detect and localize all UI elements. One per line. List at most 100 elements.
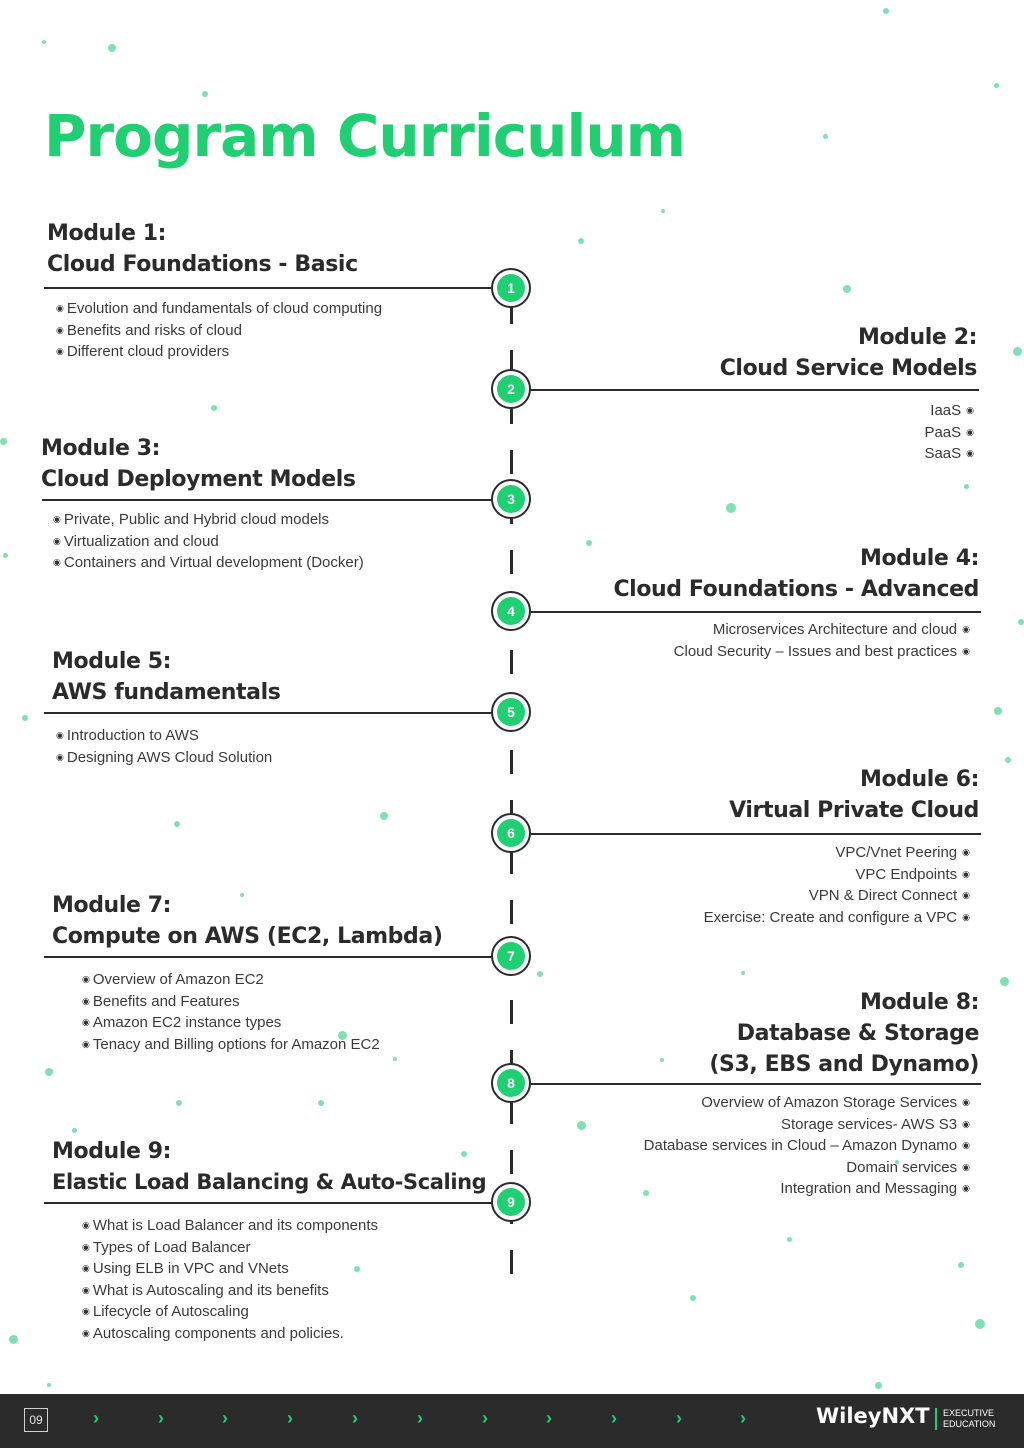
module-2-title: Module 2: Cloud Service Models — [719, 322, 978, 384]
decor-dot — [537, 971, 543, 977]
chevron-right-icon: › — [740, 1408, 746, 1428]
topic-item: SaaS — [924, 443, 974, 465]
decor-dot — [741, 971, 745, 975]
topic-item: Domain services — [644, 1157, 970, 1179]
topic-item: What is Autoscaling and its benefits — [82, 1280, 378, 1302]
chevron-right-icon: › — [287, 1408, 293, 1428]
module-7-name: Compute on AWS (EC2, Lambda) — [52, 924, 443, 949]
module-1-label: Module 1: — [47, 221, 167, 246]
module-8-topics: Overview of Amazon Storage Services Stor… — [644, 1092, 970, 1200]
decor-dot — [726, 503, 736, 513]
chevron-right-icon: › — [93, 1408, 99, 1428]
decor-dot — [393, 1057, 397, 1061]
decor-dot — [9, 1335, 18, 1344]
module-5-name: AWS fundamentals — [52, 680, 281, 705]
module-7-number: 7 — [497, 942, 525, 970]
topic-item: Evolution and fundamentals of cloud comp… — [56, 298, 382, 320]
module-3-number: 3 — [497, 485, 525, 513]
topic-item: Different cloud providers — [56, 341, 382, 363]
timeline-line — [510, 300, 513, 1300]
brand-sub-line: EXECUTIVE — [943, 1408, 995, 1418]
module-1-title: Module 1: Cloud Foundations - Basic — [47, 218, 358, 280]
module-7-title: Module 7: Compute on AWS (EC2, Lambda) — [52, 890, 443, 952]
decor-dot — [174, 821, 180, 827]
module-6-title: Module 6: Virtual Private Cloud — [729, 764, 979, 826]
topic-item: Amazon EC2 instance types — [82, 1012, 380, 1034]
module-4-number: 4 — [497, 597, 525, 625]
module-3-label: Module 3: — [41, 436, 161, 461]
topic-item: Using ELB in VPC and VNets — [82, 1258, 378, 1280]
chevron-right-icon: › — [482, 1408, 488, 1428]
decor-dot — [994, 83, 999, 88]
decor-dot — [3, 553, 8, 558]
decor-dot — [176, 1100, 182, 1106]
chevron-right-icon: › — [158, 1408, 164, 1428]
module-1-rule — [44, 287, 512, 289]
topic-item: Types of Load Balancer — [82, 1237, 378, 1259]
module-6-node: 6 — [491, 813, 531, 853]
decor-dot — [45, 1068, 53, 1076]
topic-item: Overview of Amazon Storage Services — [644, 1092, 970, 1114]
module-3-title: Module 3: Cloud Deployment Models — [41, 433, 356, 495]
module-4-topics: Microservices Architecture and cloud Clo… — [674, 619, 970, 662]
topic-item: VPC/Vnet Peering — [704, 842, 970, 864]
decor-dot — [72, 1128, 77, 1133]
decor-dot — [690, 1295, 696, 1301]
module-8-title: Module 8: Database & Storage (S3, EBS an… — [709, 987, 979, 1080]
module-5-rule — [44, 712, 512, 714]
topic-item: Autoscaling components and policies. — [82, 1323, 378, 1345]
module-2-name: Cloud Service Models — [719, 356, 978, 381]
chevron-right-icon: › — [222, 1408, 228, 1428]
module-2-number: 2 — [497, 375, 525, 403]
decor-dot — [1000, 977, 1009, 986]
topic-item: PaaS — [924, 422, 974, 444]
topic-item: Designing AWS Cloud Solution — [56, 747, 272, 769]
module-4-label: Module 4: — [859, 546, 979, 571]
topic-item: Exercise: Create and configure a VPC — [704, 907, 970, 929]
brand-sub-line: EDUCATION — [943, 1419, 996, 1429]
module-4-rule — [512, 611, 981, 613]
topic-item: VPC Endpoints — [704, 864, 970, 886]
decor-dot — [823, 134, 828, 139]
decor-dot — [994, 707, 1002, 715]
module-5-node: 5 — [491, 692, 531, 732]
page-title: Program Curriculum — [44, 102, 686, 170]
topic-item: Introduction to AWS — [56, 725, 272, 747]
module-5-number: 5 — [497, 698, 525, 726]
module-9-number: 9 — [497, 1188, 525, 1216]
decor-dot — [0, 438, 7, 445]
chevron-right-icon: › — [546, 1408, 552, 1428]
module-4-node: 4 — [491, 591, 531, 631]
decor-dot — [883, 8, 889, 14]
module-6-label: Module 6: — [859, 767, 979, 792]
decor-dot — [202, 91, 208, 97]
chevron-right-icon: › — [352, 1408, 358, 1428]
module-7-node: 7 — [491, 936, 531, 976]
module-3-node: 3 — [491, 479, 531, 519]
topic-item: Lifecycle of Autoscaling — [82, 1301, 378, 1323]
topic-item: VPN & Direct Connect — [704, 885, 970, 907]
decor-dot — [461, 1151, 467, 1157]
module-1-name: Cloud Foundations - Basic — [47, 252, 358, 277]
page-number: 09 — [24, 1408, 48, 1432]
module-2-topics: IaaS PaaS SaaS — [924, 400, 974, 465]
module-8-node: 8 — [491, 1063, 531, 1103]
topic-item: Cloud Security – Issues and best practic… — [674, 641, 970, 663]
module-9-label: Module 9: — [52, 1139, 172, 1164]
module-5-label: Module 5: — [52, 649, 172, 674]
decor-dot — [577, 1121, 586, 1130]
topic-item: Benefits and Features — [82, 991, 380, 1013]
module-8-name-sub: (S3, EBS and Dynamo) — [709, 1052, 979, 1077]
topic-item: Tenacy and Billing options for Amazon EC… — [82, 1034, 380, 1056]
topic-item: Containers and Virtual development (Dock… — [53, 552, 364, 574]
decor-dot — [660, 1058, 664, 1062]
module-9-title: Module 9: Elastic Load Balancing & Auto-… — [52, 1136, 487, 1198]
decor-dot — [787, 1237, 792, 1242]
module-8-number: 8 — [497, 1069, 525, 1097]
module-5-topics: Introduction to AWS Designing AWS Cloud … — [56, 725, 272, 768]
decor-dot — [380, 812, 388, 820]
decor-dot — [22, 715, 28, 721]
module-9-name: Elastic Load Balancing & Auto-Scaling — [52, 1170, 487, 1194]
decor-dot — [843, 285, 851, 293]
decor-dot — [1013, 347, 1022, 356]
